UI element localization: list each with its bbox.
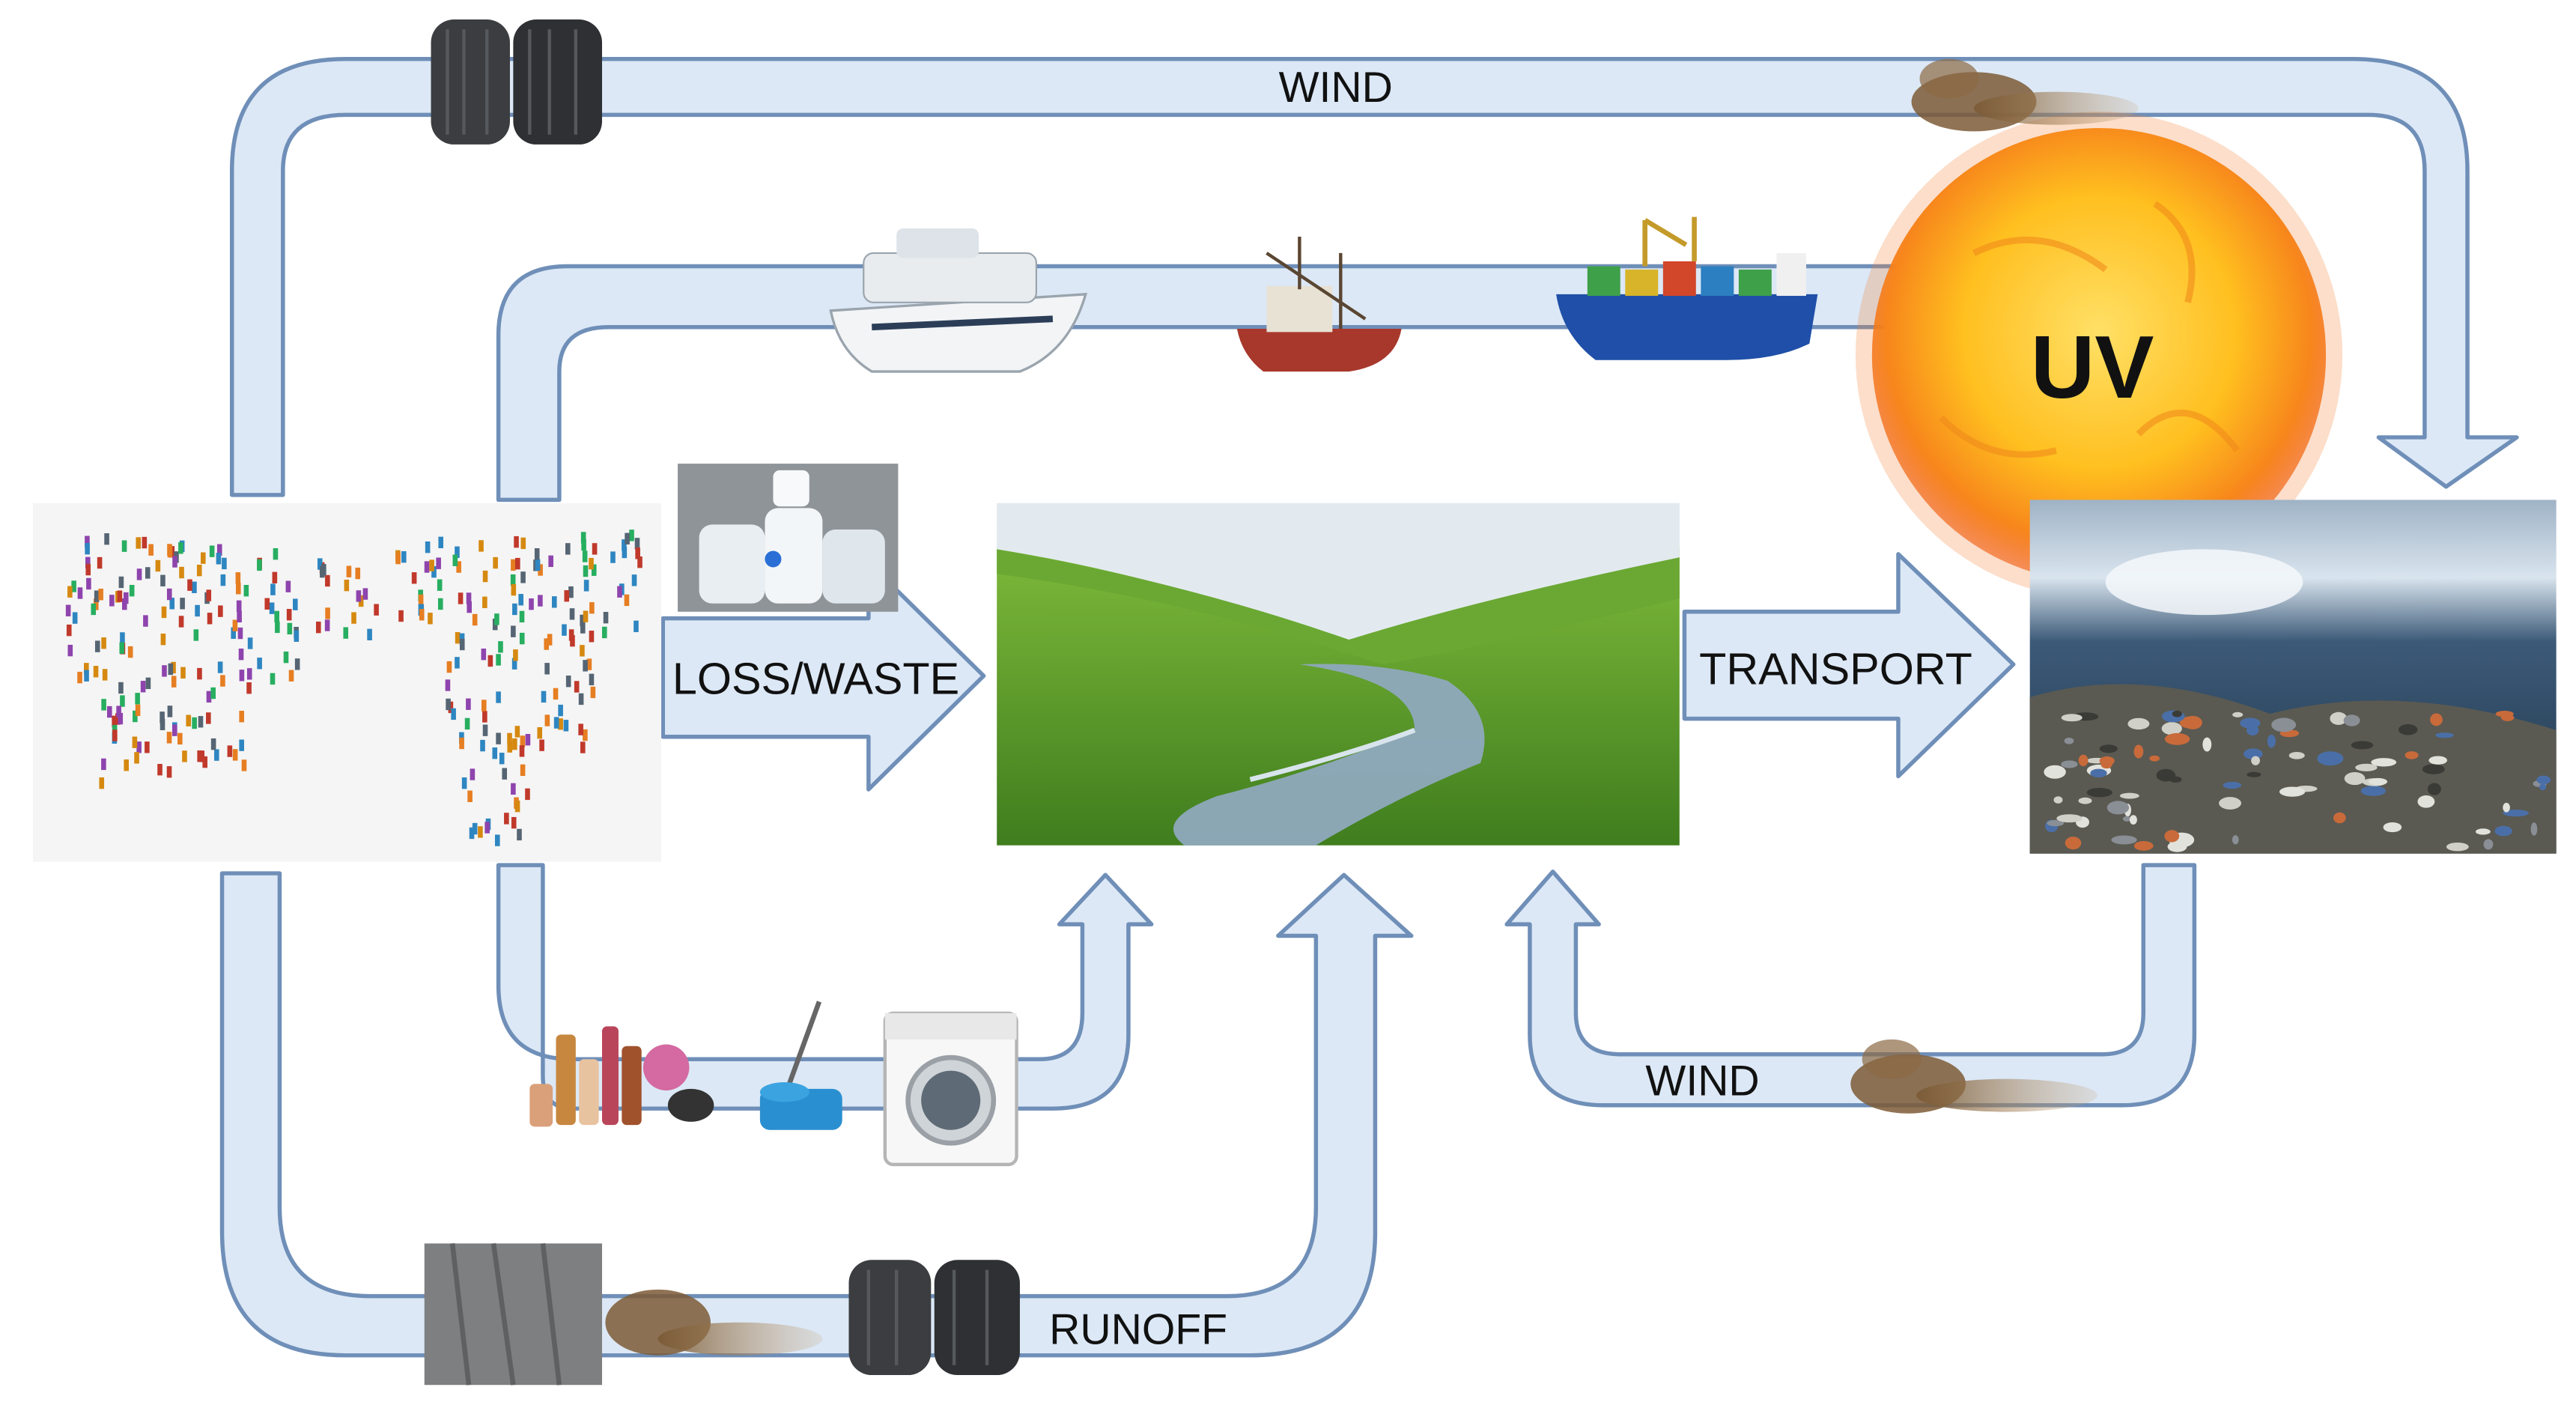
river-landscape-icon	[997, 503, 1680, 846]
tires-icon	[431, 19, 602, 145]
wind-top-label: WIND	[1279, 64, 1393, 112]
arrow-runoff	[219, 871, 1414, 1358]
plastic-bottles-icon	[678, 464, 899, 612]
mop-bucket-icon	[759, 1001, 842, 1130]
uv-label: UV	[2031, 318, 2154, 417]
sun-icon	[1855, 111, 2343, 599]
polluted-ocean-icon	[2029, 500, 2557, 854]
dust-cloud-icon	[1911, 58, 2139, 132]
loss-waste-label: LOSS/WASTE	[672, 654, 959, 704]
cruise-ship-icon	[829, 228, 1088, 373]
transport-label: TRANSPORT	[1699, 643, 1972, 694]
dust-cloud-icon	[605, 1289, 823, 1356]
wind-bottom-label: WIND	[1645, 1058, 1759, 1105]
runoff-label: RUNOFF	[1049, 1305, 1227, 1353]
arrow-wind-bottom	[1504, 863, 2197, 1108]
tires-icon	[848, 1260, 1020, 1376]
arrow-transport	[1682, 552, 2016, 779]
dust-cloud-icon	[1850, 1039, 2097, 1114]
cosmetics-icon	[529, 1026, 714, 1127]
cargo-ship-icon	[1556, 216, 1818, 360]
road-icon	[424, 1242, 602, 1386]
fishing-boat-icon	[1236, 236, 1402, 372]
washing-machine-icon	[883, 1011, 1018, 1167]
population-map-icon	[32, 503, 662, 862]
